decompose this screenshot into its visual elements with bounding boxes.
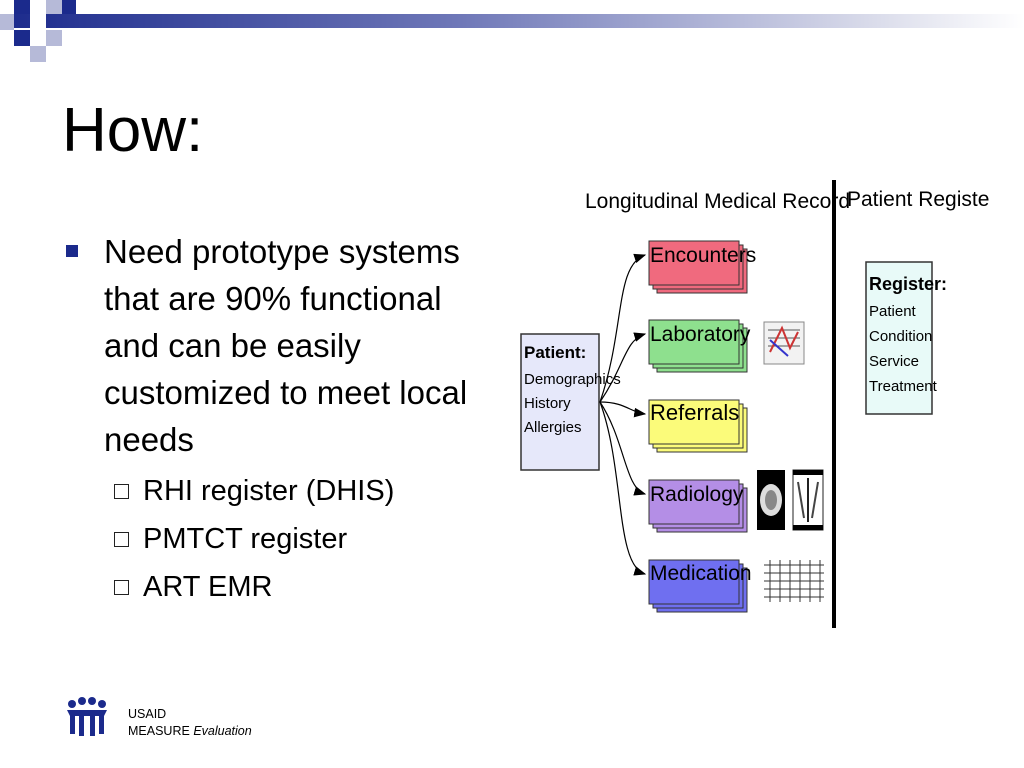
module-label: Encounters <box>650 244 756 267</box>
longitudinal-record-header: Longitudinal Medical Record <box>585 190 850 213</box>
decor-square <box>62 0 76 14</box>
decor-square <box>46 30 62 46</box>
bullet-text: Need prototype systems that are 90% func… <box>104 233 468 458</box>
bullet-item: Need prototype systems that are 90% func… <box>62 228 502 463</box>
brain-scan-thumbnail-icon <box>757 470 785 530</box>
module-label: Medication <box>650 562 752 585</box>
footer-measure: MEASURE <box>128 724 190 738</box>
decor-square <box>46 0 62 14</box>
patient-box-line: History <box>524 395 571 412</box>
module-label: Laboratory <box>650 323 751 346</box>
lab-chart-thumbnail-icon <box>763 321 805 365</box>
decor-square <box>0 14 14 30</box>
sub-bullet-text: PMTCT register <box>143 522 348 555</box>
footer-evaluation: Evaluation <box>193 724 252 738</box>
module-laboratory: Laboratory <box>648 319 751 373</box>
module-radiology: Radiology <box>648 479 748 533</box>
decor-square <box>30 46 46 62</box>
register-box-line: Service <box>869 353 919 370</box>
hollow-square-bullet-icon <box>114 483 129 499</box>
decor-square <box>14 0 30 14</box>
title-banner <box>0 14 1024 28</box>
connector-arrows <box>599 253 647 576</box>
register-box-title: Register: <box>869 274 947 294</box>
footer-line-measure: MEASURE Evaluation <box>128 723 252 740</box>
module-label: Radiology <box>650 483 744 506</box>
register-box-line: Condition <box>869 328 932 345</box>
sub-bullet-item: PMTCT register <box>114 515 502 563</box>
slide-title: How: <box>62 96 204 165</box>
module-encounters: Encounters <box>648 240 756 294</box>
arrow-radiology <box>599 401 647 496</box>
module-referrals: Referrals <box>648 399 748 453</box>
footer-text: USAID MEASURE Evaluation <box>128 706 252 740</box>
hollow-square-bullet-icon <box>114 579 129 595</box>
register-box-line: Patient <box>869 303 917 320</box>
patient-box-line: Allergies <box>524 419 582 436</box>
module-label: Referrals <box>650 400 739 425</box>
footer: USAID MEASURE Evaluation <box>64 696 252 740</box>
patient-box-line: Demographics <box>524 371 621 388</box>
patient-box-title: Patient: <box>524 343 586 362</box>
arrow-medication <box>599 401 647 576</box>
sub-bullet-text: RHI register (DHIS) <box>143 474 395 507</box>
people-logo-icon <box>67 697 107 736</box>
arrow-encounters <box>599 253 647 403</box>
arrow-laboratory <box>599 332 647 403</box>
medical-record-diagram: Longitudinal Medical Record Patient Regi… <box>520 180 990 628</box>
arrow-referrals <box>599 401 647 418</box>
sub-bullet-list: RHI register (DHIS) PMTCT register ART E… <box>114 467 502 611</box>
hollow-square-bullet-icon <box>114 531 129 547</box>
sub-bullet-item: RHI register (DHIS) <box>114 467 502 515</box>
decor-square <box>14 30 30 46</box>
patient-register-header: Patient Register <box>847 188 990 211</box>
square-bullet-icon <box>66 245 78 257</box>
register-box-line: Treatment <box>869 378 938 395</box>
medication-chart-thumbnail-icon <box>764 560 824 602</box>
register-box: Register: Patient Condition Service Trea… <box>865 261 947 415</box>
sub-bullet-text: ART EMR <box>143 570 273 603</box>
chest-xray-thumbnail-icon <box>792 469 824 531</box>
footer-line-usaid: USAID <box>128 707 167 721</box>
patient-box: Patient: Demographics History Allergies <box>520 333 621 471</box>
sub-bullet-item: ART EMR <box>114 563 502 611</box>
decor-square <box>30 14 46 30</box>
bullet-list: Need prototype systems that are 90% func… <box>62 228 502 611</box>
module-medication: Medication <box>648 559 752 613</box>
